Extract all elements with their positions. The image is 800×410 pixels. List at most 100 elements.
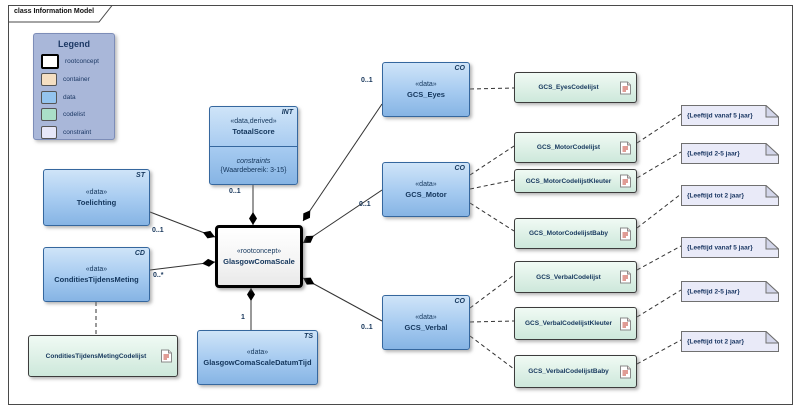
multiplicity-condities: 0..*	[153, 272, 164, 279]
node-name: GCS_Motor	[405, 189, 447, 199]
constraint-note-verbal-tot-2-jaar[interactable]: {Leeftijd tot 2 jaar}	[681, 331, 779, 352]
constraint-text: {Leeftijd 2-5 jaar}	[687, 150, 740, 157]
constraint-swatch-icon	[41, 125, 57, 139]
node-toelichting[interactable]: ST «data» Toelichting	[43, 169, 150, 226]
codelist-name: GCS_MotorCodelijstBaby	[528, 230, 609, 237]
legend-label: container	[63, 76, 90, 83]
type-tag: CO	[454, 65, 466, 72]
diagram-title: class Information Model	[14, 8, 95, 15]
note-shape	[681, 237, 779, 258]
legend-item-data: data	[41, 90, 114, 104]
constraints-header: constraints	[236, 157, 271, 165]
node-gcs-verbal[interactable]: CO «data» GCS_Verbal	[382, 295, 470, 350]
node-name: GlasgowComaScaleDatumTijd	[203, 357, 312, 367]
constraint-value: {Waardebereik: 3-15}	[220, 166, 287, 174]
container-swatch-icon	[41, 73, 57, 86]
note-shape	[681, 331, 779, 352]
constraint-note-verbal-2-5-jaar[interactable]: {Leeftijd 2-5 jaar}	[681, 281, 779, 302]
legend-item-rootconcept: rootconcept	[41, 53, 114, 69]
data-swatch-icon	[41, 90, 57, 104]
document-icon	[620, 317, 631, 330]
stereotype: «data»	[415, 313, 437, 321]
multiplicity-motor: 0..1	[359, 201, 371, 208]
node-conditiestijdensmeting[interactable]: CD «data» ConditiesTijdensMeting	[43, 247, 150, 302]
constraint-note-motor-2-5-jaar[interactable]: {Leeftijd 2-5 jaar}	[681, 143, 779, 164]
multiplicity-totaalscore: 0..1	[229, 188, 241, 195]
rootconcept-swatch-icon	[41, 53, 59, 69]
document-icon	[620, 174, 631, 188]
constraint-note-verbal-vanaf-5-jaar[interactable]: {Leeftijd vanaf 5 jaar}	[681, 237, 779, 258]
legend-label: constraint	[63, 128, 92, 136]
codelist-gcs-verbal-kleuter[interactable]: GCS_VerbalCodelijstKleuter	[514, 307, 637, 340]
document-icon	[620, 227, 631, 240]
type-tag: CO	[454, 165, 466, 172]
note-shape	[681, 105, 779, 126]
codelist-name: GCS_VerbalCodelijstBaby	[528, 368, 609, 375]
codelist-name: GCS_MotorCodelijstKleuter	[525, 177, 612, 185]
multiplicity-eyes: 0..1	[361, 77, 373, 84]
legend-item-codelist: codelist	[41, 108, 114, 121]
codelist-name: GCS_VerbalCodelijstKleuter	[524, 320, 613, 327]
stereotype: «data»	[85, 265, 108, 273]
stereotype: «data»	[85, 188, 108, 196]
node-name: GCS_Verbal	[404, 322, 448, 332]
frame-title-tab	[8, 5, 114, 23]
legend-label: data	[63, 93, 76, 101]
legend-title: Legend	[57, 39, 90, 49]
stereotype: «data,derived»	[230, 117, 277, 125]
legend-item-constraint: constraint	[41, 125, 114, 139]
node-gcs-motor[interactable]: CO «data» GCS_Motor	[382, 162, 470, 217]
document-icon	[161, 349, 172, 363]
constraint-text: {Leeftijd 2-5 jaar}	[687, 288, 740, 295]
constraint-text: {Leeftijd tot 2 jaar}	[687, 338, 745, 345]
codelist-swatch-icon	[41, 108, 57, 121]
node-gcs-eyes[interactable]: CO «data» GCS_Eyes	[382, 62, 470, 117]
node-name: Toelichting	[76, 197, 117, 207]
multiplicity-datumtijd: 1	[241, 314, 245, 321]
stereotype: «data»	[246, 348, 269, 356]
stereotype: «rootconcept»	[236, 247, 282, 255]
note-shape	[681, 143, 779, 164]
codelist-gcs-motor[interactable]: GCS_MotorCodelijst	[514, 132, 637, 163]
legend-panel: Legend rootconcept container data codeli…	[33, 33, 115, 140]
multiplicity-verbal: 0..1	[361, 324, 373, 331]
codelist-gcs-verbal-baby[interactable]: GCS_VerbalCodelijstBaby	[514, 355, 637, 388]
constraint-note-motor-vanaf-5-jaar[interactable]: {Leeftijd vanaf 5 jaar}	[681, 105, 779, 126]
type-tag: INT	[281, 109, 293, 116]
note-shape	[681, 185, 779, 206]
type-tag: CO	[454, 298, 466, 305]
legend-label: codelist	[63, 111, 86, 118]
codelist-name: ConditiesTijdensMetingCodelijst	[45, 352, 147, 360]
constraint-text: {Leeftijd tot 2 jaar}	[687, 192, 745, 199]
note-shape	[681, 281, 779, 302]
node-name: ConditiesTijdensMeting	[54, 274, 139, 284]
constraint-note-motor-tot-2-jaar[interactable]: {Leeftijd tot 2 jaar}	[681, 185, 779, 206]
node-name: GCS_Eyes	[407, 89, 445, 99]
document-icon	[620, 141, 631, 154]
stereotype: «data»	[415, 80, 437, 88]
codelist-gcs-verbal[interactable]: GCS_VerbalCodelijst	[514, 261, 637, 293]
node-glasgowcomascale[interactable]: «rootconcept» GlasgowComaScale	[215, 225, 303, 288]
type-tag: TS	[304, 333, 313, 340]
document-icon	[620, 81, 631, 94]
legend-label: rootconcept	[65, 57, 99, 65]
stereotype: «data»	[415, 180, 437, 188]
type-tag: CD	[134, 250, 145, 257]
node-name: TotaalScore	[232, 126, 275, 136]
node-name: GlasgowComaScale	[223, 256, 295, 266]
legend-item-container: container	[41, 73, 114, 86]
constraint-text: {Leeftijd vanaf 5 jaar}	[687, 112, 753, 119]
multiplicity-toelichting: 0..1	[152, 227, 164, 234]
codelist-name: GCS_EyesCodelijst	[538, 84, 599, 91]
codelist-gcs-motor-kleuter[interactable]: GCS_MotorCodelijstKleuter	[514, 169, 637, 193]
constraint-text: {Leeftijd vanaf 5 jaar}	[687, 244, 753, 251]
node-glasgowcomascaledatumtijd[interactable]: TS «data» GlasgowComaScaleDatumTijd	[197, 330, 318, 385]
codelist-conditiestijdensmeting[interactable]: ConditiesTijdensMetingCodelijst	[28, 335, 178, 377]
codelist-name: GCS_VerbalCodelijst	[536, 273, 601, 281]
codelist-gcs-motor-baby[interactable]: GCS_MotorCodelijstBaby	[514, 218, 637, 249]
node-totaalscore[interactable]: INT «data,derived» TotaalScore constrain…	[209, 106, 298, 185]
document-icon	[620, 365, 631, 378]
codelist-gcs-eyes[interactable]: GCS_EyesCodelijst	[514, 72, 637, 103]
type-tag: ST	[136, 172, 145, 179]
